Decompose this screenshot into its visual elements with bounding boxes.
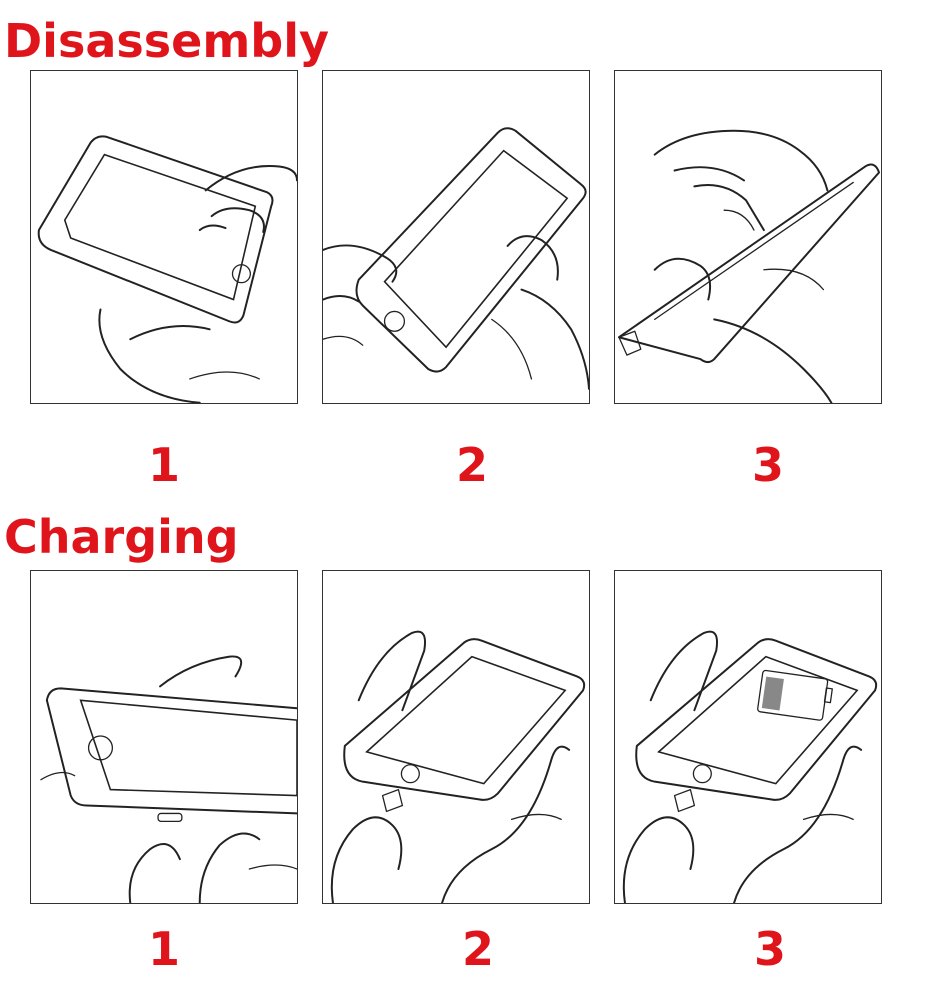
charging-step-3-number: 3 (753, 922, 786, 976)
battery-charging-icon (622, 630, 878, 903)
charging-heading: Charging (4, 510, 239, 564)
hand-holding-phone-icon (37, 135, 297, 403)
hand-removing-case-icon (617, 129, 881, 403)
disassembly-step-1-number: 1 (147, 438, 180, 492)
disassembly-heading: Disassembly (4, 14, 329, 68)
disassembly-step-1-illustration (30, 70, 298, 404)
hands-pressing-case-icon (323, 127, 589, 390)
disassembly-step-3-number: 3 (751, 438, 784, 492)
plugging-cable-icon (330, 630, 586, 903)
charging-step-1-illustration (30, 570, 298, 904)
disassembly-step-2-number: 2 (455, 438, 488, 492)
disassembly-step-2-illustration (322, 70, 590, 404)
charging-step-2-illustration (322, 570, 590, 904)
charging-step-3-illustration (614, 570, 882, 904)
phone-charging-port-icon (40, 655, 297, 903)
charging-step-2-number: 2 (461, 922, 494, 976)
disassembly-step-3-illustration (614, 70, 882, 404)
charging-step-1-number: 1 (147, 922, 180, 976)
